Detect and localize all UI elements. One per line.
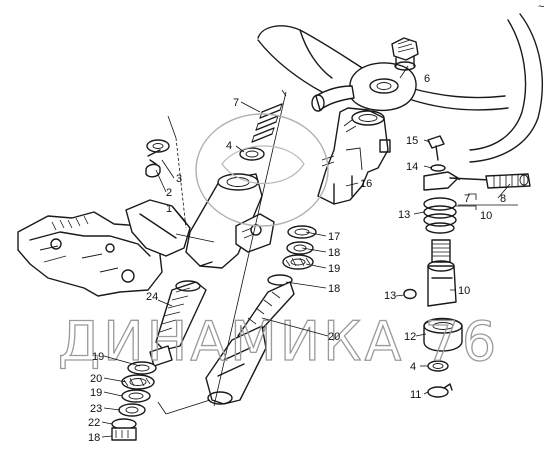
callout-18-lower: 18 — [88, 432, 100, 444]
callout-18-upper: 17 — [328, 231, 340, 243]
washer-stack-upper — [282, 225, 317, 270]
callout-2: 2 — [166, 187, 172, 199]
watermark-logo-inner — [221, 145, 305, 184]
bracket-assembly-1 — [17, 173, 275, 297]
callout-21: 20 — [328, 331, 340, 343]
callout-19-lower-b: 19 — [90, 387, 102, 399]
column-housing-17 — [317, 107, 391, 205]
watermark-logo-ring — [195, 113, 329, 227]
callout-22: 22 — [88, 417, 100, 429]
callout-5: 7 — [233, 97, 239, 109]
callout-7: 7 — [464, 193, 470, 205]
callout-24: 24 — [146, 291, 158, 303]
callout-14: 13 — [398, 209, 410, 221]
corner-mark: ~ — [538, 1, 544, 13]
callout-12: 12 — [404, 331, 416, 343]
steering-shaft-21 — [205, 281, 295, 405]
callout-8: 8 — [500, 193, 506, 205]
steering-wheel — [257, 13, 543, 163]
callout-11: 11 — [410, 389, 421, 401]
callout-20-upper: 19 — [328, 263, 340, 275]
callout-4-lower: 4 — [410, 361, 416, 373]
watermark: ДИНАМИКА 76 — [58, 310, 499, 373]
callout-23: 23 — [90, 403, 102, 415]
callout-6: 6 — [424, 73, 430, 85]
bolt-2-washer-3 — [145, 139, 170, 178]
callout-19-lower-a: 19 — [92, 351, 104, 363]
callout-15: 14 — [406, 161, 418, 173]
splined-sleeve-24 — [155, 280, 207, 351]
callout-20-lower: 20 — [90, 373, 102, 385]
assembly-lines — [157, 89, 287, 415]
leader-lines — [101, 65, 518, 438]
callout-1: 1 — [166, 203, 172, 215]
callout-17: 16 — [360, 178, 372, 190]
callout-3: 3 — [176, 173, 182, 185]
callout-13: 13 — [384, 290, 396, 302]
callout-18-mid: 18 — [328, 283, 340, 295]
nut-6 — [391, 37, 419, 71]
washer-4-upper — [239, 147, 265, 161]
callout-19-upper: 18 — [328, 247, 340, 259]
callout-labels: 7 4 1 3 2 6 16 17 18 19 18 20 24 19 20 1… — [88, 73, 506, 444]
spring-5 — [251, 103, 283, 143]
washer-18-mid — [267, 274, 293, 286]
callout-16: 15 — [406, 135, 418, 147]
callout-10-arm: 10 — [480, 210, 492, 222]
callout-4-upper: 4 — [226, 140, 232, 152]
callout-10-shaft: 10 — [458, 285, 470, 297]
